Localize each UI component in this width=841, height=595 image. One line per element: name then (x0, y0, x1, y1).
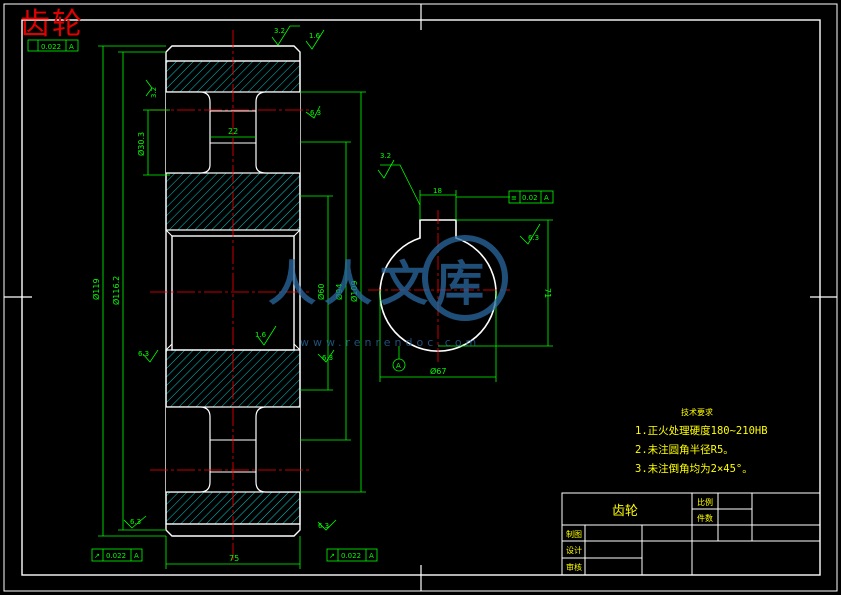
sf-bore: 1.6 (255, 331, 267, 339)
datum-label: A (396, 362, 401, 370)
sf-right-upper: 6.3 (310, 109, 321, 117)
notes-heading: 技术要求 (681, 408, 713, 417)
dim-w75: 75 (229, 554, 239, 563)
tb-review-label: 审核 (566, 563, 582, 572)
surface-finish-marks (123, 25, 337, 531)
tb-ratio-label: 比例 (697, 498, 713, 507)
svg-text:0.022: 0.022 (41, 43, 61, 51)
sf-key-side: 6.3 (528, 234, 539, 242)
sf-bottom-right: 6.3 (318, 522, 329, 530)
tb-part-name: 齿轮 (612, 504, 639, 519)
tb-design-label: 设计 (566, 546, 582, 555)
watermark: 人人文库 www.renrendoc.com (268, 235, 508, 349)
svg-text:A: A (134, 552, 139, 560)
sf-keyway: 3.2 (380, 152, 391, 160)
sf-top: 3.2 (274, 27, 285, 35)
dimension-lines (98, 45, 366, 569)
tolerance-frame-top: 0.022 A (27, 39, 79, 52)
sf-top-right: 1.6 (309, 32, 321, 40)
dim-w18: 18 (433, 187, 442, 195)
svg-text:A: A (69, 43, 74, 51)
dim-d30-3: Ø30.3 (136, 132, 146, 156)
svg-text:0.022: 0.022 (106, 552, 126, 560)
tolerance-frame-bottom-left: ↗ 0.022 A (91, 548, 143, 562)
tolerance-frame-bottom-right: ↗ 0.022 A (326, 548, 378, 562)
technical-notes: 技术要求 1.正火处理硬度180~210HB 2.未注圆角半径R5。 3.未注倒… (635, 403, 768, 479)
dim-d94: Ø94 (334, 284, 344, 300)
sf-left-upper: 3.2 (150, 87, 158, 98)
gear-section-view (150, 30, 312, 560)
svg-text:↗: ↗ (94, 552, 100, 560)
sf-bottom-left: 6.3 (130, 518, 141, 526)
note-item: 1.正火处理硬度180~210HB (635, 425, 768, 437)
title-block (561, 492, 821, 576)
tb-drawn-label: 制图 (566, 530, 582, 539)
svg-text:A: A (369, 552, 374, 560)
svg-text:www.renrendoc.com: www.renrendoc.com (300, 336, 480, 349)
sf-left-lower: 6.3 (138, 350, 149, 358)
dim-d109: Ø109 (349, 280, 359, 302)
dim-d116-2: Ø116.2 (111, 276, 121, 305)
svg-text:↗: ↗ (329, 552, 335, 560)
svg-text:人人文库: 人人文库 (268, 256, 492, 312)
note-item: 3.未注倒角均为2×45°。 (635, 463, 753, 475)
dim-d67: Ø67 (430, 366, 446, 376)
hub-end-view (368, 210, 510, 365)
drawing-title: 齿轮 (20, 7, 84, 42)
dim-h71: 71 (543, 288, 552, 298)
sf-right-lower: 6.3 (322, 354, 333, 362)
dim-d119: Ø119 (91, 278, 101, 300)
tolerance-frame-keyway: ≡ 0.02 A (508, 190, 554, 204)
svg-text:0.022: 0.022 (341, 552, 361, 560)
svg-text:0.02: 0.02 (522, 194, 538, 202)
dim-w22: 22 (228, 127, 238, 136)
svg-text:≡: ≡ (511, 194, 517, 202)
dim-d60: Ø60 (316, 284, 326, 300)
svg-text:A: A (544, 194, 549, 202)
tb-count-label: 件数 (697, 514, 713, 523)
note-item: 2.未注圆角半径R5。 (635, 444, 734, 456)
